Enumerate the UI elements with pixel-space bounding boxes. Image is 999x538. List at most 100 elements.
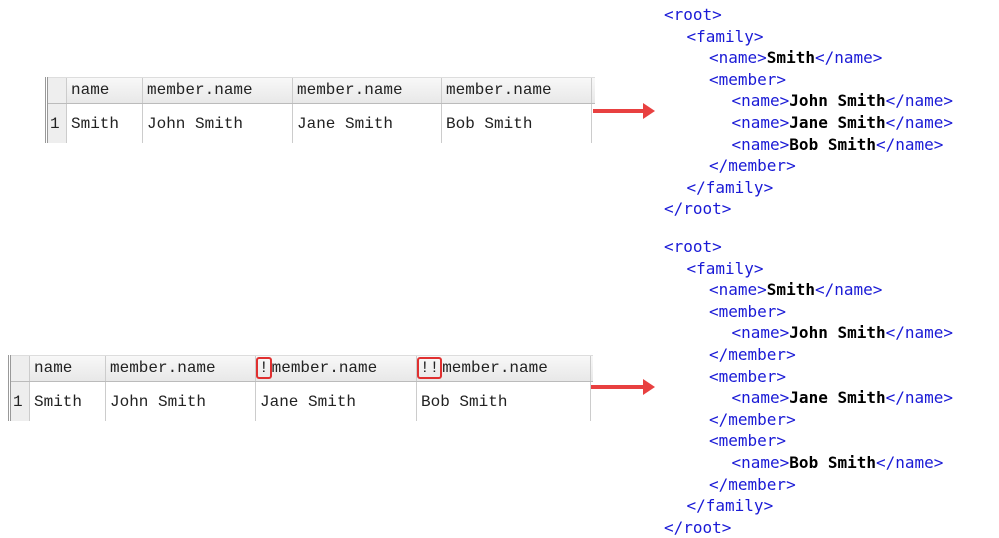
header-row: name member.name !member.name !!member.n…	[11, 355, 593, 382]
xml-tag: <root>	[664, 5, 722, 24]
column-header[interactable]: !member.name	[256, 356, 417, 381]
xml-tag: <family>	[686, 258, 764, 278]
xml-line: </family>	[664, 177, 953, 199]
header-label: member.name	[297, 81, 403, 99]
column-header[interactable]: member.name	[106, 356, 256, 381]
xml-tag: </family>	[686, 177, 774, 197]
xml-line: </member>	[664, 155, 953, 177]
row-number-header	[48, 78, 67, 103]
table-cell[interactable]: Smith	[30, 382, 106, 421]
xml-line: <name>Bob Smith</name>	[664, 452, 953, 474]
table-cell[interactable]: Smith	[67, 104, 143, 143]
row-number: 1	[48, 104, 67, 143]
header-label: member.name	[446, 81, 552, 99]
xml-tag: <name>	[731, 388, 790, 408]
xml-tag: <name>	[731, 134, 790, 154]
xml-line: <member>	[664, 301, 953, 323]
column-header[interactable]: member.name	[293, 78, 442, 103]
spreadsheet-table-bottom: name member.name !member.name !!member.n…	[8, 355, 593, 421]
xml-text: John Smith	[789, 323, 886, 343]
xml-tag: </name>	[885, 323, 954, 343]
column-header[interactable]: name	[67, 78, 143, 103]
xml-tag: </member>	[709, 156, 796, 176]
xml-tag: </member>	[709, 409, 796, 429]
table-cell[interactable]: John Smith	[143, 104, 293, 143]
xml-tag: </family>	[686, 496, 774, 516]
xml-text: Jane Smith	[789, 112, 886, 132]
xml-line: <name>Bob Smith</name>	[664, 134, 953, 156]
header-label: member.name	[271, 359, 378, 377]
column-header[interactable]: name	[30, 356, 106, 381]
xml-tag: <member>	[709, 431, 787, 451]
table-cell[interactable]: John Smith	[106, 382, 256, 421]
xml-tag: </name>	[885, 112, 954, 132]
xml-text: Jane Smith	[789, 388, 886, 408]
xml-text: Bob Smith	[789, 452, 876, 472]
xml-text: John Smith	[789, 91, 886, 111]
column-header[interactable]: member.name	[442, 78, 592, 103]
xml-output-top: <root><family><name>Smith</name><member>…	[664, 4, 953, 220]
table-cell[interactable]: Bob Smith	[442, 104, 592, 143]
xml-line: </family>	[664, 495, 953, 517]
xml-tag: </member>	[709, 474, 796, 494]
xml-tag: <member>	[709, 301, 787, 321]
xml-line: <name>Smith</name>	[664, 279, 953, 301]
xml-line: </member>	[664, 474, 953, 496]
header-label: name	[34, 359, 73, 377]
xml-line: </root>	[664, 517, 953, 538]
xml-tag: </name>	[814, 280, 883, 300]
highlight-box: !!	[417, 357, 443, 379]
xml-line: <family>	[664, 26, 953, 48]
xml-line: <name>John Smith</name>	[664, 90, 954, 112]
arrow-right-icon	[591, 379, 655, 395]
xml-tag: <family>	[686, 26, 764, 46]
xml-line: <member>	[664, 430, 953, 452]
arrow-right-icon	[593, 103, 655, 119]
xml-tag: <member>	[709, 366, 787, 386]
xml-text: Smith	[766, 48, 815, 68]
spreadsheet-table-top: name member.name member.name member.name…	[45, 77, 595, 143]
xml-tag: <name>	[709, 48, 767, 68]
xml-tag: <name>	[731, 112, 790, 132]
xml-line: <member>	[664, 366, 953, 388]
xml-line: <name>Jane Smith</name>	[664, 112, 954, 134]
xml-tag: <member>	[709, 69, 787, 89]
table-cell[interactable]: Bob Smith	[417, 382, 591, 421]
xml-line: <root>	[664, 236, 953, 258]
xml-output-bottom: <root><family><name>Smith</name><member>…	[664, 236, 953, 538]
xml-tag: <name>	[731, 452, 790, 472]
xml-tag: </name>	[876, 134, 944, 154]
xml-line: </member>	[664, 409, 953, 431]
column-header[interactable]: !!member.name	[417, 356, 591, 381]
xml-tag: </name>	[885, 91, 954, 111]
xml-tag: </member>	[709, 344, 796, 364]
highlight-box: !	[256, 357, 272, 379]
column-header[interactable]: member.name	[143, 78, 293, 103]
xml-tag: <name>	[709, 280, 767, 300]
row-number: 1	[11, 382, 30, 421]
xml-tag: <root>	[664, 237, 722, 256]
xml-tag: <name>	[731, 323, 790, 343]
xml-tag: </root>	[664, 517, 732, 537]
xml-line: <name>Smith</name>	[664, 47, 953, 69]
table-row: 1 Smith John Smith Jane Smith Bob Smith	[11, 382, 593, 421]
table-cell[interactable]: Jane Smith	[256, 382, 417, 421]
xml-tag: </root>	[664, 199, 732, 219]
table-cell[interactable]: Jane Smith	[293, 104, 442, 143]
header-label: name	[71, 81, 110, 99]
xml-line: <root>	[664, 4, 953, 26]
header-label: member.name	[147, 81, 253, 99]
xml-tag: </name>	[885, 388, 954, 408]
xml-line: </root>	[664, 198, 953, 220]
xml-text: Smith	[766, 280, 815, 300]
header-label: member.name	[110, 359, 216, 377]
table-row: 1 Smith John Smith Jane Smith Bob Smith	[48, 104, 595, 143]
xml-tag: </name>	[876, 452, 944, 472]
xml-tag: <name>	[731, 91, 790, 111]
xml-text: Bob Smith	[789, 134, 876, 154]
header-label: member.name	[442, 359, 548, 377]
xml-line: <member>	[664, 69, 953, 91]
xml-line: <name>John Smith</name>	[664, 322, 954, 344]
header-row: name member.name member.name member.name	[48, 77, 595, 104]
row-number-header	[11, 356, 30, 381]
